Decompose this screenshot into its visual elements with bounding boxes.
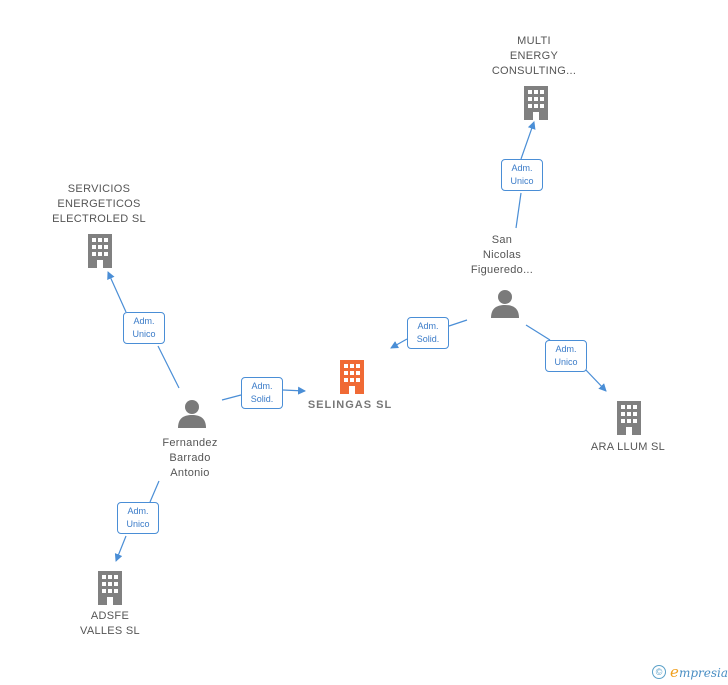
node-label-ara-llum[interactable]: ARA LLUM SL [568,440,688,455]
edge-badge-line: Adm. [133,316,155,326]
node-label-line: Nicolas [482,249,522,261]
node-label-line: SELINGAS SL [307,399,393,411]
node-label-line: Fernandez [162,437,218,449]
edge-badge-san-multi[interactable]: Adm. Unico [501,159,543,191]
edge-badge-line: Unico [126,519,150,529]
node-label-selingas[interactable]: SELINGAS SL [290,398,410,413]
edge-badge-san-ara[interactable]: Adm. Unico [545,340,587,372]
node-label-line: VALLES SL [80,625,140,637]
edge-line-san-multi [515,192,522,229]
node-label-line: Antonio [170,467,210,479]
building-icon[interactable] [518,84,554,120]
edge-badge-line: Unico [510,176,534,186]
edge-badge-fer-center[interactable]: Adm. Solid. [241,377,283,409]
edge-badge-line: Adm. [127,506,149,516]
edge-line-san-ara-arrow [583,367,607,392]
edge-line-san-center-arrow [390,338,408,349]
edge-badge-line: Adm. [511,163,533,173]
edge-line-fer-adsfe [149,480,160,503]
node-label-line: ENERGY [509,50,559,62]
edge-badge-fer-adsfe[interactable]: Adm. Unico [117,502,159,534]
edge-badge-line: Solid. [416,334,440,344]
edge-badge-line: Unico [132,329,156,339]
node-label-line: ADSFE [90,610,130,622]
edge-badge-line: Unico [554,357,578,367]
edge-line-san-center [448,319,468,327]
brand-logo[interactable]: empresia [670,663,728,681]
edge-line-fer-center [221,394,242,401]
edge-badge-line: Solid. [250,394,274,404]
edge-line-fer-adsfe-arrow [114,535,127,562]
person-icon[interactable] [176,398,208,430]
node-label-servicios[interactable]: SERVICIOS ENERGETICOS ELECTROLED SL [39,182,159,227]
building-icon[interactable] [334,358,370,394]
node-label-line: ENERGETICOS [57,198,141,210]
brand-name: mpresia [678,666,728,680]
node-label-line: MULTI [517,35,551,47]
edge-badge-line: Adm. [555,344,577,354]
node-label-line: Barrado [169,452,211,464]
edge-badge-line: Adm. [251,381,273,391]
building-icon[interactable] [611,399,647,435]
footer-credit: © empresia [652,663,728,681]
node-label-line: Figueredo... [470,264,534,276]
person-icon[interactable] [489,288,521,320]
edge-badge-fer-serv[interactable]: Adm. Unico [123,312,165,344]
edge-line-san-multi-arrow [520,121,536,160]
edge-line-fer-center-arrow [282,386,306,395]
edge-badge-line: Adm. [417,321,439,331]
building-icon[interactable] [82,232,118,268]
node-label-san-nicolas[interactable]: San Nicolas Figueredo... [442,233,562,278]
node-label-fernandez[interactable]: Fernandez Barrado Antonio [130,436,250,481]
edge-badge-san-center[interactable]: Adm. Solid. [407,317,449,349]
node-label-line: San [491,234,513,246]
brand-initial: e [670,663,679,681]
building-icon[interactable] [92,569,128,605]
node-label-line: ELECTROLED SL [52,213,146,225]
node-label-adsfe[interactable]: ADSFE VALLES SL [50,609,170,639]
copyright-icon: © [652,665,667,679]
node-label-multi-energy[interactable]: MULTI ENERGY CONSULTING... [474,34,594,79]
edge-line-fer-serv [157,345,180,389]
node-label-line: CONSULTING... [491,65,577,77]
node-label-line: ARA LLUM SL [590,441,666,453]
edge-line-fer-serv-arrow [107,271,127,313]
node-label-line: SERVICIOS [67,183,131,195]
edge-line-san-ara [525,324,551,341]
